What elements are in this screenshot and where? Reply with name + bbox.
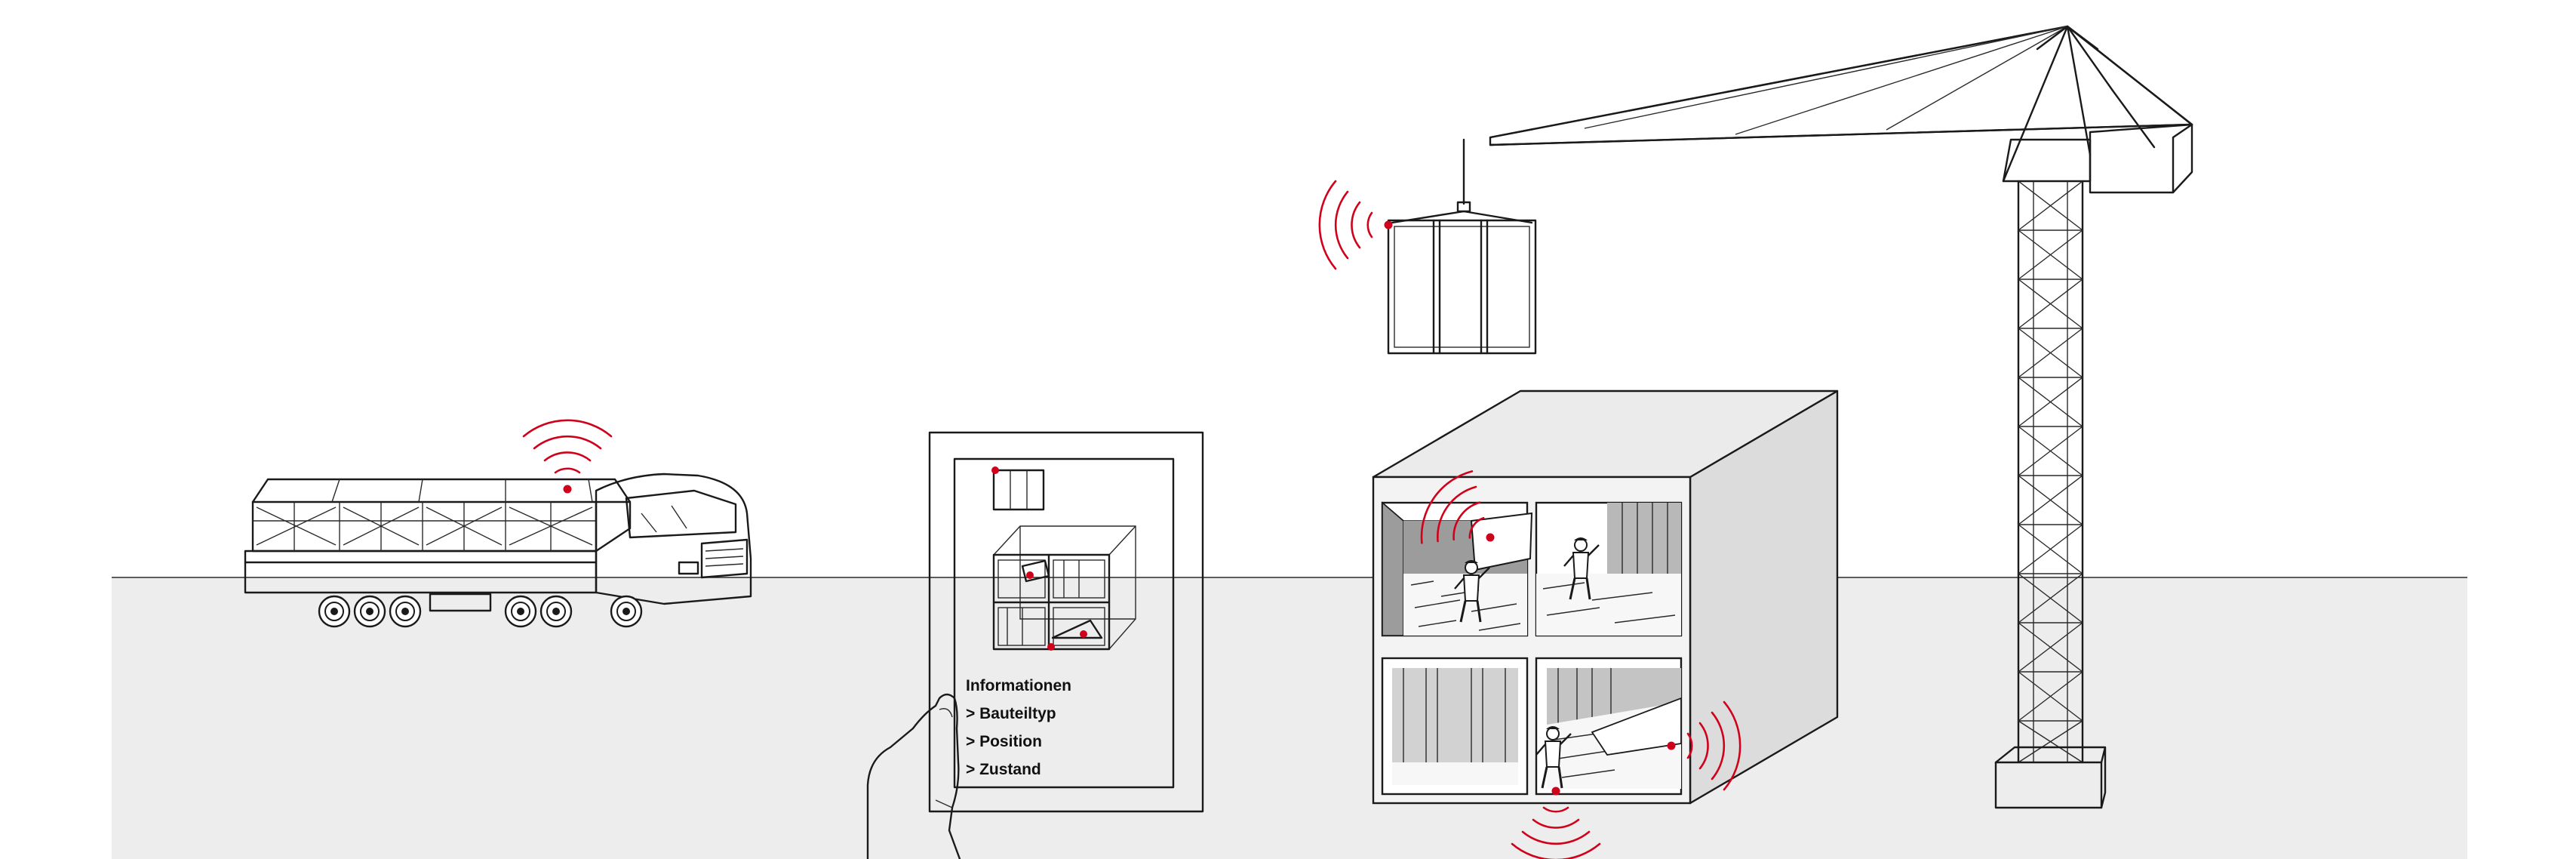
- sensor-dot: [1486, 533, 1495, 542]
- room-lower-right: [1511, 657, 1741, 859]
- truck-cab: [595, 473, 752, 605]
- tablet-info-heading: Informationen: [966, 677, 1071, 694]
- tablet-building-preview: [992, 525, 1136, 651]
- truck-icon: [244, 419, 752, 628]
- tablet-info-item-position: > Position: [966, 733, 1042, 750]
- ground: [112, 577, 2467, 859]
- rfid-signal-icon: [522, 419, 613, 474]
- room-upper-left: [1381, 460, 1533, 637]
- crane-mast: [2017, 180, 2084, 764]
- sensor-dot: [1384, 220, 1393, 229]
- building-module: [1372, 389, 1839, 859]
- hanging-module: [1387, 219, 1537, 355]
- sensor-dot: [1667, 741, 1676, 750]
- crane-icon: [1318, 25, 2193, 809]
- sensor-dot: [563, 485, 572, 494]
- tablet-info-item-condition: > Zustand: [966, 761, 1041, 778]
- sensor-dot: [1551, 787, 1560, 796]
- tablet-info-item-component-type: > Bauteiltyp: [966, 705, 1056, 722]
- hand-icon: [866, 693, 961, 859]
- truck-load-modules: [251, 478, 632, 553]
- room-lower-left: [1381, 657, 1529, 796]
- room-upper-right: [1535, 501, 1683, 637]
- tablet-icon: Informationen > Bauteiltyp > Position > …: [928, 431, 1204, 813]
- tablet-module-preview: [991, 466, 1045, 511]
- rfid-signal-icon: [1318, 180, 1373, 270]
